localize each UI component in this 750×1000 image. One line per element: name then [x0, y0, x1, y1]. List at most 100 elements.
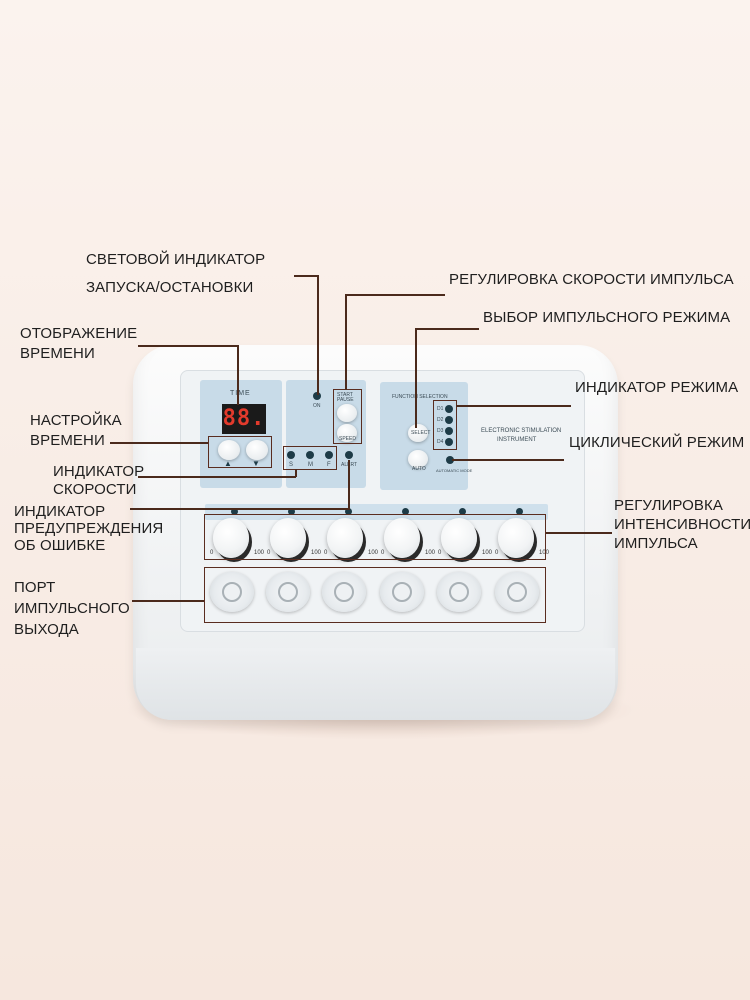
knobs-frame	[204, 514, 546, 560]
callout-line	[295, 469, 297, 477]
callout-line	[237, 345, 239, 405]
scale-max-3: 100	[368, 550, 379, 556]
mode-leds-frame	[433, 400, 457, 450]
channel-led-3	[345, 508, 352, 515]
callout-line	[138, 345, 238, 347]
label-mode-indicator: ИНДИКАТОР РЕЖИМА	[575, 379, 739, 396]
label-output-port-2: ИМПУЛЬСНОГО	[14, 600, 130, 617]
select-label: SELECT	[411, 430, 431, 436]
scale-min-6: 0	[495, 550, 499, 556]
time-up-button[interactable]	[218, 440, 240, 460]
start-speed-frame	[333, 389, 362, 444]
down-arrow-icon: ▼	[252, 459, 260, 468]
callout-line	[132, 600, 204, 602]
auto-button[interactable]	[408, 450, 428, 468]
select-button[interactable]	[408, 424, 428, 442]
label-time-setting-1: НАСТРОЙКА	[30, 412, 122, 429]
speed-button[interactable]	[337, 424, 357, 442]
intensity-knob-1[interactable]	[213, 518, 249, 558]
label-cycle-mode: ЦИКЛИЧЕСКИЙ РЕЖИМ	[569, 434, 745, 451]
mode-led-3	[445, 427, 453, 435]
scale-max-6: 100	[539, 550, 550, 556]
output-port-1[interactable]	[210, 572, 254, 612]
output-port-2[interactable]	[266, 572, 310, 612]
auto-mode-led	[446, 456, 454, 464]
scale-max-4: 100	[425, 550, 436, 556]
label-speed-indicator-2: СКОРОСТИ	[53, 481, 137, 498]
function-selection-label: FUNCTION SELECTION	[392, 394, 448, 400]
label-intensity-1: РЕГУЛИРОВКА	[614, 497, 723, 514]
callout-line	[456, 405, 571, 407]
callout-line	[546, 532, 612, 534]
channel-led-2	[288, 508, 295, 515]
callout-line	[345, 294, 445, 296]
label-error-indicator-2: ПРЕДУПРЕЖДЕНИЯ	[14, 520, 164, 537]
on-label: ON	[313, 403, 321, 409]
label-speed-indicator-1: ИНДИКАТОР	[53, 463, 145, 480]
label-start-indicator-1: СВЕТОВОЙ ИНДИКАТОР	[86, 251, 266, 268]
intensity-knob-6[interactable]	[498, 518, 534, 558]
channel-led-6	[516, 508, 523, 515]
channel-led-5	[459, 508, 466, 515]
label-error-indicator-3: ОБ ОШИБКЕ	[14, 537, 106, 554]
label-output-port-3: ВЫХОДА	[14, 621, 79, 638]
output-port-4[interactable]	[380, 572, 424, 612]
callout-line	[110, 442, 208, 444]
callout-line	[138, 476, 296, 478]
label-time-display-1: ОТОБРАЖЕНИЕ	[20, 325, 138, 342]
mode-led-4-label: D4	[437, 439, 444, 445]
speed-f-led	[325, 451, 333, 459]
port-socket-icon	[222, 582, 242, 602]
label-time-display-2: ВРЕМЕНИ	[20, 345, 95, 362]
intensity-knob-5[interactable]	[441, 518, 477, 558]
mode-led-1	[445, 405, 453, 413]
port-socket-icon	[449, 582, 469, 602]
output-port-5[interactable]	[437, 572, 481, 612]
scale-min-4: 0	[381, 550, 385, 556]
speed-f-label: F	[327, 462, 331, 468]
scale-max-5: 100	[482, 550, 493, 556]
alert-led	[345, 451, 353, 459]
instrument-name-line1: ELECTRONIC STIMULATION	[481, 428, 562, 434]
port-socket-icon	[278, 582, 298, 602]
label-speed-adjust: РЕГУЛИРОВКА СКОРОСТИ ИМПУЛЬСА	[449, 271, 734, 288]
scale-min-3: 0	[324, 550, 328, 556]
speed-label: SPEED	[339, 436, 356, 442]
port-socket-icon	[334, 582, 354, 602]
speed-s-label: S	[289, 462, 294, 468]
callout-line	[452, 459, 564, 461]
start-pause-button[interactable]	[337, 404, 357, 422]
intensity-knob-2[interactable]	[270, 518, 306, 558]
on-led	[313, 392, 321, 400]
port-socket-icon	[507, 582, 527, 602]
channel-led-1	[231, 508, 238, 515]
intensity-knob-3[interactable]	[327, 518, 363, 558]
scale-min-1: 0	[210, 550, 214, 556]
time-buttons-frame	[208, 436, 272, 468]
channel-led-4	[402, 508, 409, 515]
mode-led-2-label: D2	[437, 417, 444, 423]
label-mode-select: ВЫБОР ИМПУЛЬСНОГО РЕЖИМА	[483, 309, 731, 326]
scale-max-1: 100	[254, 550, 265, 556]
output-port-6[interactable]	[495, 572, 539, 612]
port-socket-icon	[392, 582, 412, 602]
label-intensity-3: ИМПУЛЬСА	[614, 535, 698, 552]
device-base	[136, 648, 615, 720]
scale-max-2: 100	[311, 550, 322, 556]
label-output-port-1: ПОРТ	[14, 579, 56, 596]
time-display: 88.	[222, 404, 266, 434]
speed-m-label: M	[308, 462, 313, 468]
callout-line	[317, 275, 319, 395]
callout-line	[345, 294, 347, 390]
mode-led-2	[445, 416, 453, 424]
speed-m-led	[306, 451, 314, 459]
label-error-indicator-1: ИНДИКАТОР	[14, 503, 106, 520]
time-title: TIME	[230, 390, 251, 397]
intensity-knob-4[interactable]	[384, 518, 420, 558]
start-pause-label: START PAUSE	[337, 392, 354, 403]
callout-line	[130, 508, 350, 510]
time-down-button[interactable]	[246, 440, 268, 460]
speed-s-led	[287, 451, 295, 459]
callout-line	[415, 328, 417, 428]
output-port-3[interactable]	[322, 572, 366, 612]
